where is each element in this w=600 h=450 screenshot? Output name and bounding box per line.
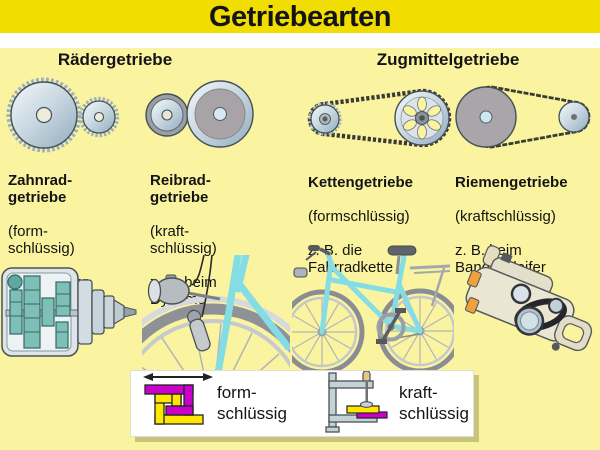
divider-strip xyxy=(0,33,600,48)
arrow-left-icon xyxy=(143,373,153,381)
arrow-right-icon xyxy=(203,373,213,381)
form-fit-symbol xyxy=(143,373,213,425)
item-property: (kraftschlüssig) xyxy=(455,208,556,225)
gear-pair-illustration xyxy=(6,77,120,153)
form-fit-label: form- schlüssig xyxy=(217,383,287,423)
bicycle-dynamo-illustration xyxy=(142,255,290,375)
item-name: Zahnrad- getriebe xyxy=(8,172,73,206)
force-fit-symbol xyxy=(325,371,388,433)
legend-panel: form- schlüssig kraft- schlüssig xyxy=(130,370,474,437)
chain-drive-illustration xyxy=(307,88,452,148)
item-property: (formschlüssig) xyxy=(308,208,410,225)
title-banner xyxy=(0,0,600,33)
force-fit-label: kraft- schlüssig xyxy=(399,383,469,423)
item-name: Riemengetriebe xyxy=(455,174,568,191)
page-title: Getriebearten xyxy=(208,1,392,33)
item-name: Reibrad- getriebe xyxy=(150,172,211,206)
belt-sander-illustration xyxy=(464,245,593,352)
bicycle-illustration xyxy=(292,245,454,375)
group-header-zugmittelgetriebe: Zugmittelgetriebe xyxy=(376,50,520,69)
item-property: (form- schlüssig) xyxy=(8,223,75,257)
clamp-icon xyxy=(325,371,388,433)
drill-gearbox-illustration xyxy=(1,267,137,357)
friction-wheels-illustration xyxy=(145,80,254,148)
item-name: Kettengetriebe xyxy=(308,174,414,191)
magenta-hook-icon xyxy=(144,384,194,416)
belt-drive-illustration xyxy=(455,85,591,149)
group-header-raedergetriebe: Rädergetriebe xyxy=(57,50,173,69)
item-property: (kraft- schlüssig) xyxy=(150,223,217,257)
